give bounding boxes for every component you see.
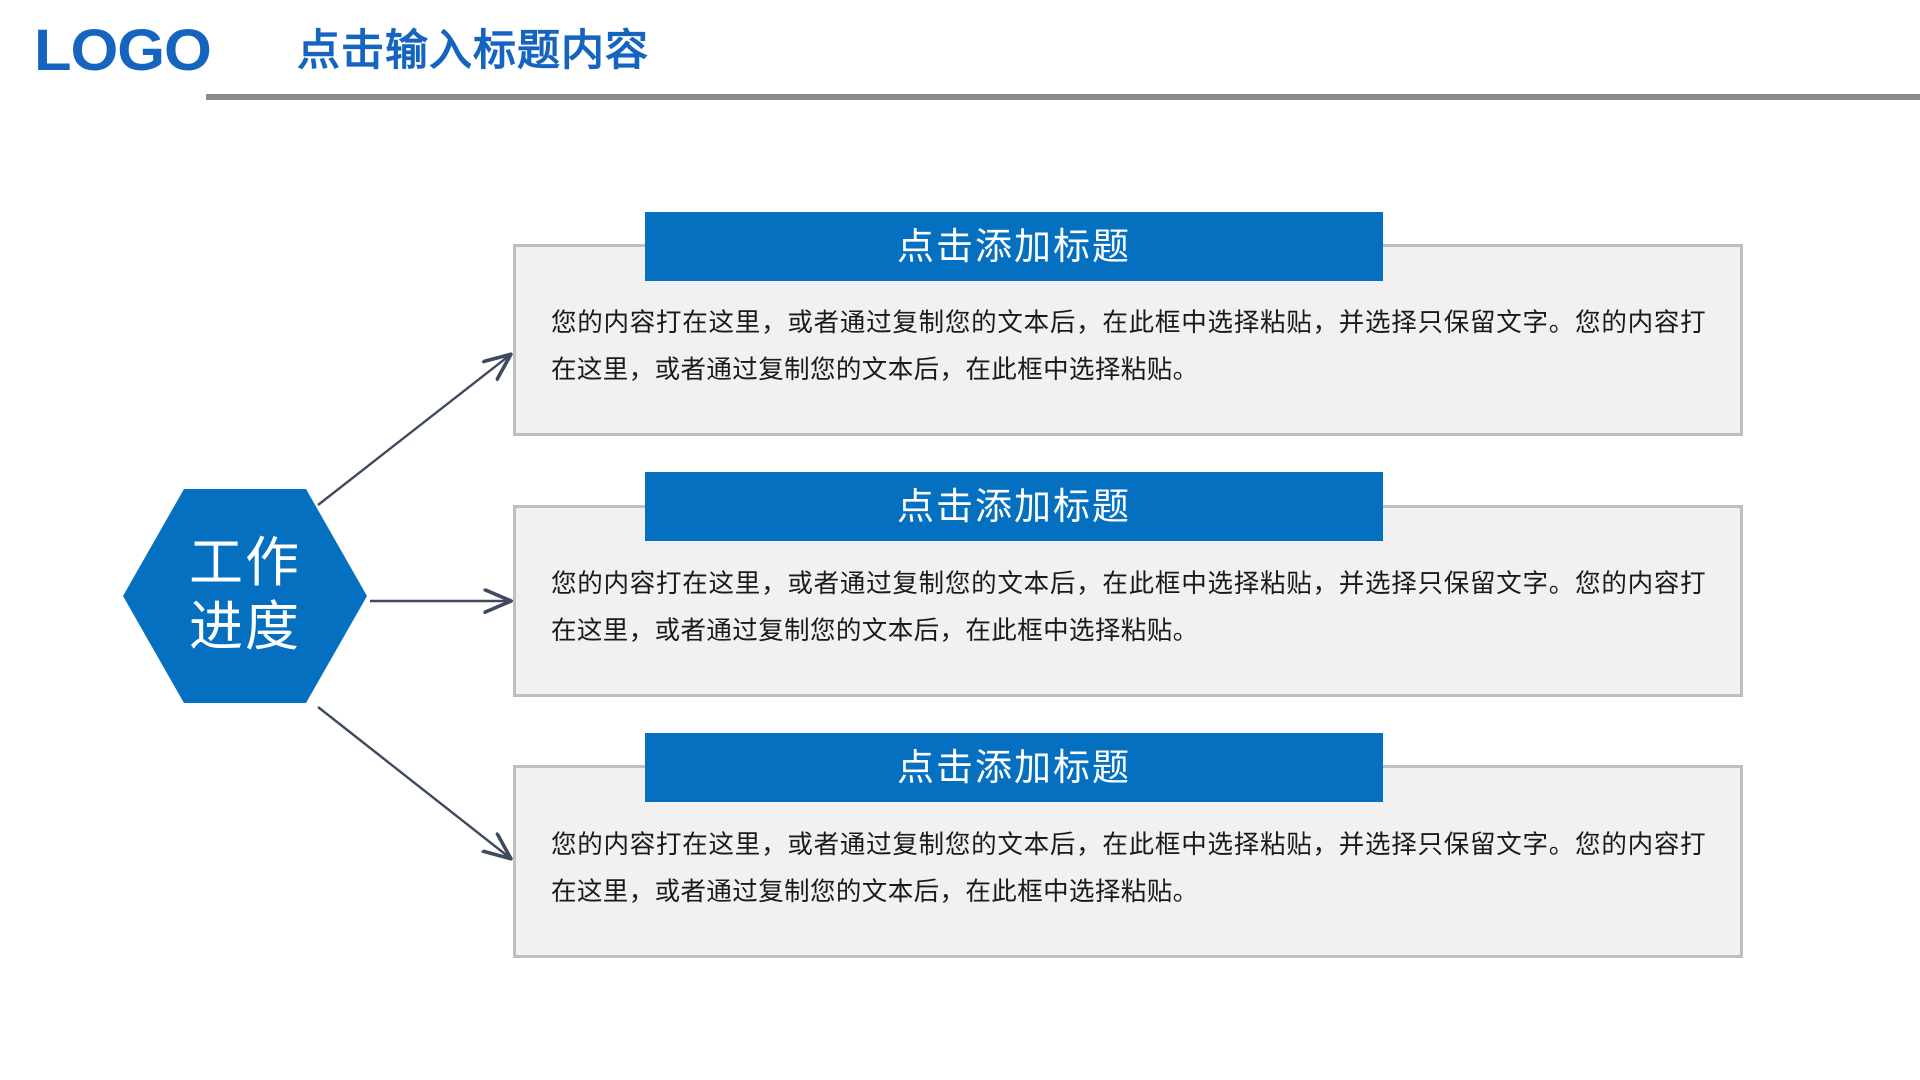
- title-bar-label-1: 点击添加标题: [897, 226, 1131, 267]
- title-bar-3[interactable]: 点击添加标题: [645, 733, 1383, 802]
- title-bar-label-3: 点击添加标题: [897, 747, 1131, 788]
- connector-arrow-3: [317, 706, 510, 858]
- body-text-3[interactable]: 您的内容打在这里，或者通过复制您的文本后，在此框中选择粘贴，并选择只保留文字。您…: [551, 831, 1706, 906]
- hexagon-badge[interactable]: 工作 进度: [123, 489, 367, 703]
- hexagon-label-line-1: 工作: [189, 533, 301, 594]
- connector-arrow-1: [317, 355, 510, 506]
- title-bar-2[interactable]: 点击添加标题: [645, 472, 1383, 541]
- page-title[interactable]: 点击输入标题内容: [297, 27, 649, 75]
- title-bar-1[interactable]: 点击添加标题: [645, 212, 1383, 281]
- title-bar-label-2: 点击添加标题: [897, 486, 1131, 527]
- body-text-2[interactable]: 您的内容打在这里，或者通过复制您的文本后，在此框中选择粘贴，并选择只保留文字。您…: [551, 570, 1706, 645]
- hexagon-label-line-2: 进度: [189, 597, 301, 657]
- body-text-1[interactable]: 您的内容打在这里，或者通过复制您的文本后，在此框中选择粘贴，并选择只保留文字。您…: [551, 309, 1706, 384]
- logo-text: LOGO: [34, 18, 212, 83]
- header-divider: [206, 94, 1920, 100]
